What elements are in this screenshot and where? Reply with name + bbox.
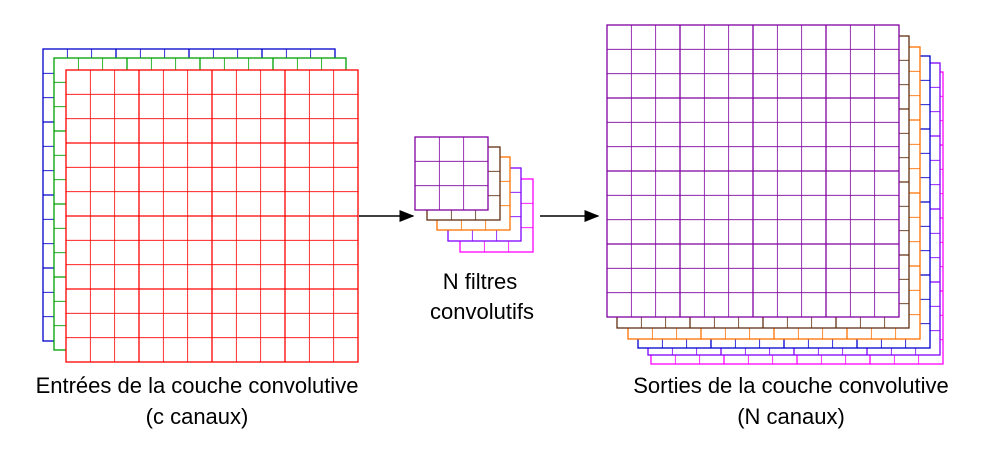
input-feature-maps: [42, 48, 359, 363]
input-channel-1: [65, 69, 359, 363]
convolution-filters: [414, 136, 534, 253]
output-caption-line2: (N canaux): [737, 404, 845, 429]
filter-caption-line1: N filtres: [443, 269, 518, 294]
output-caption-line1: Sorties de la couche convolutive: [633, 373, 949, 398]
input-caption-line1: Entrées de la couche convolutive: [36, 373, 359, 398]
input-caption-line2: (c canaux): [146, 404, 249, 429]
output-feature-maps: [606, 24, 944, 365]
filter-1: [414, 136, 489, 211]
output-channel-1: [606, 24, 900, 318]
filter-caption-line2: convolutifs: [430, 299, 534, 324]
